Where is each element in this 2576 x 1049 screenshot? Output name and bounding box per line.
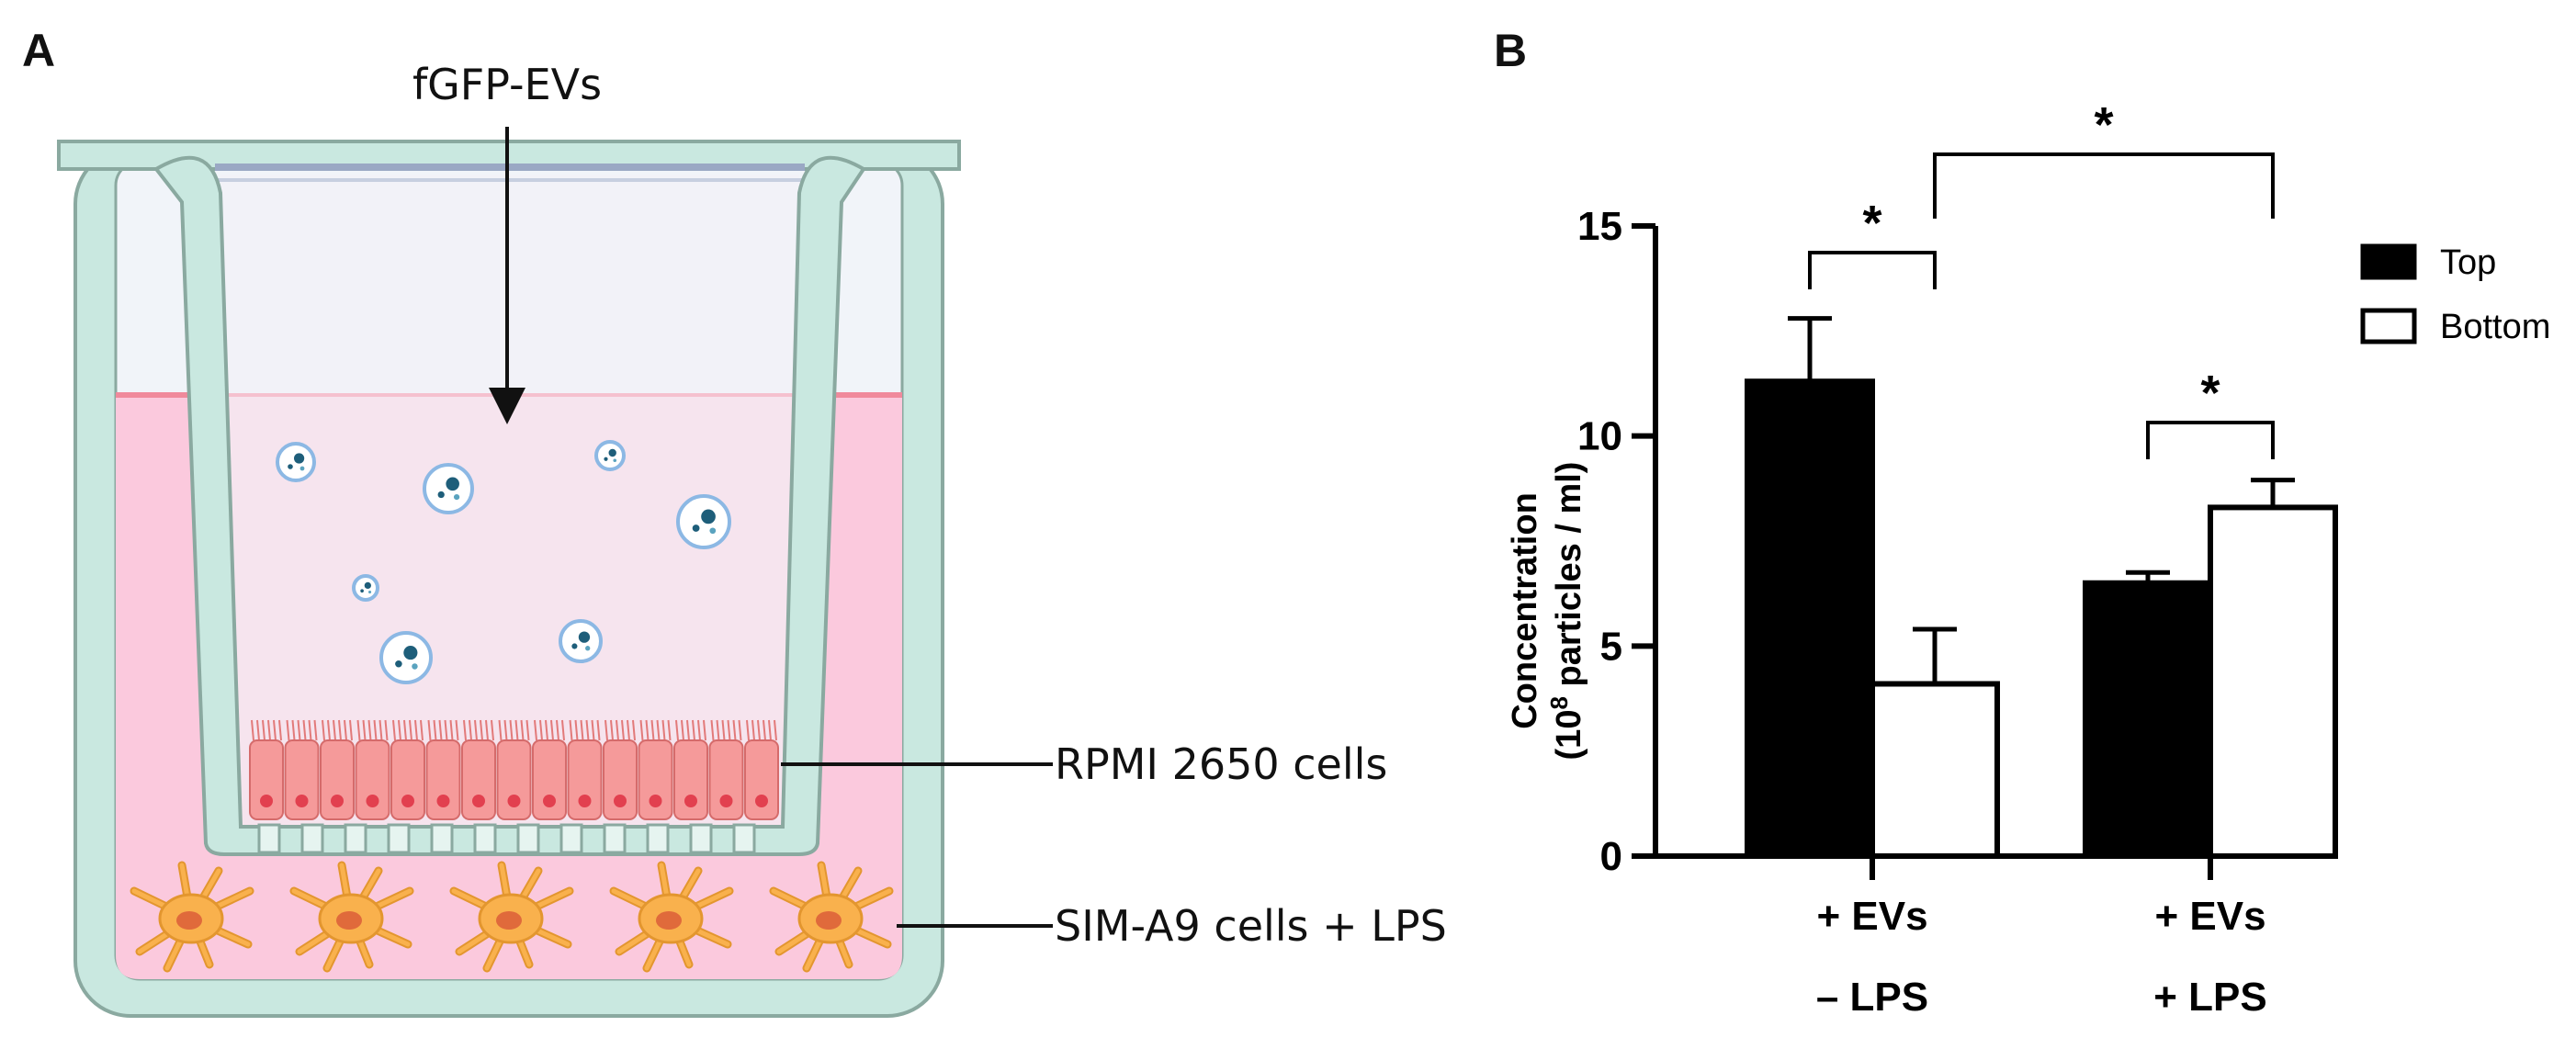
epithelial-cell [744,719,779,820]
bar-bottom [2208,504,2338,859]
significance-star: * [2094,97,2113,152]
bar-chart: 0 5 10 15 * * * + EVs – LPS + EVs + LPS Concentr… [1506,97,2550,1020]
microglia-cell [130,861,254,973]
significance-star: * [2200,366,2220,421]
ev-vesicle [379,631,433,684]
microglia-cell [609,861,734,973]
membrane-pore [516,823,540,854]
epithelial-cell-layer [249,719,779,820]
panel-b-label: B [1494,25,1527,76]
panel-b: B 0 5 10 15 * * * + EVs – LPS + EVs + LPS Concen… [1494,25,2550,1020]
significance-star: * [1862,196,1881,251]
microglia-cell [289,861,414,973]
ev-vesicle [676,494,731,549]
y-tick-label: 5 [1600,624,1622,669]
ev-vesicle [276,442,316,482]
membrane-pore [473,823,497,854]
y-axis-label-line2: (108 particles / ml) [1545,462,1588,761]
y-axis-label-line1: Concentration [1506,492,1544,729]
epithelial-cell [249,719,284,820]
epithelial-cell [638,719,673,820]
sim-a9-label: SIM-A9 cells + LPS [1055,901,1447,951]
epithelial-cell [320,719,355,820]
microglia-cell [449,861,574,973]
epithelial-cell [284,719,320,820]
membrane-pore [387,823,411,854]
x-category-label: + EVs [1816,894,1927,939]
x-axis: + EVs – LPS + EVs + LPS [1653,853,2297,1020]
error-bars [1788,316,2295,684]
microglia-cell [769,861,894,973]
membrane-pore [257,823,281,854]
ev-vesicle [594,440,626,471]
y-axis: 0 5 10 15 [1577,204,1658,879]
epithelial-cell [355,719,390,820]
epithelial-cell [461,719,496,820]
significance-bracket: * [1933,97,2275,219]
membrane-pore [603,823,627,854]
membrane-pore [430,823,454,854]
bar-bottom [1870,681,2000,860]
panel-a-label: A [22,25,55,76]
y-tick-label: 10 [1577,414,1622,459]
ev-vesicle [559,619,603,663]
epithelial-cell [603,719,638,820]
epithelial-cell [708,719,744,820]
panel-a: A fGFP-EVs [22,25,1447,1018]
x-category-sublabel: + LPS [2153,975,2267,1020]
legend-item-top: Top [2360,243,2496,282]
ev-vesicle [423,463,474,514]
membrane-pore [559,823,583,854]
legend-label: Bottom [2440,308,2550,346]
significance-bracket: * [2146,366,2275,459]
extracellular-vesicles [276,440,731,684]
significance-bracket: * [1808,196,1937,289]
x-category-label: + EVs [2154,894,2265,939]
y-tick-label: 0 [1600,834,1622,879]
membrane-pore [732,823,756,854]
epithelial-cell [390,719,425,820]
cell-insert [153,155,866,856]
epithelial-cell [567,719,603,820]
rpmi-cells-label: RPMI 2650 cells [1055,739,1387,789]
x-category-sublabel: – LPS [1816,975,1928,1020]
bars [1745,378,2338,860]
microglia-cells [130,861,894,973]
fgfp-evs-label: fGFP-EVs [412,60,602,109]
epithelial-cell [673,719,708,820]
membrane-pore [689,823,713,854]
epithelial-cell [425,719,461,820]
epithelial-cell [496,719,532,820]
legend-label: Top [2440,243,2496,282]
membrane-pore [300,823,324,854]
legend-item-bottom: Bottom [2360,308,2550,346]
membrane-pore [646,823,670,854]
legend-swatch [2360,308,2417,344]
bar-top [2083,580,2213,859]
y-tick-label: 15 [1577,204,1622,249]
bar-top [1745,378,1875,860]
significance-brackets: * * * [1808,97,2275,459]
epithelial-cell [532,719,567,820]
legend-swatch [2360,243,2417,280]
membrane-pore [344,823,367,854]
ev-vesicle [352,574,379,602]
